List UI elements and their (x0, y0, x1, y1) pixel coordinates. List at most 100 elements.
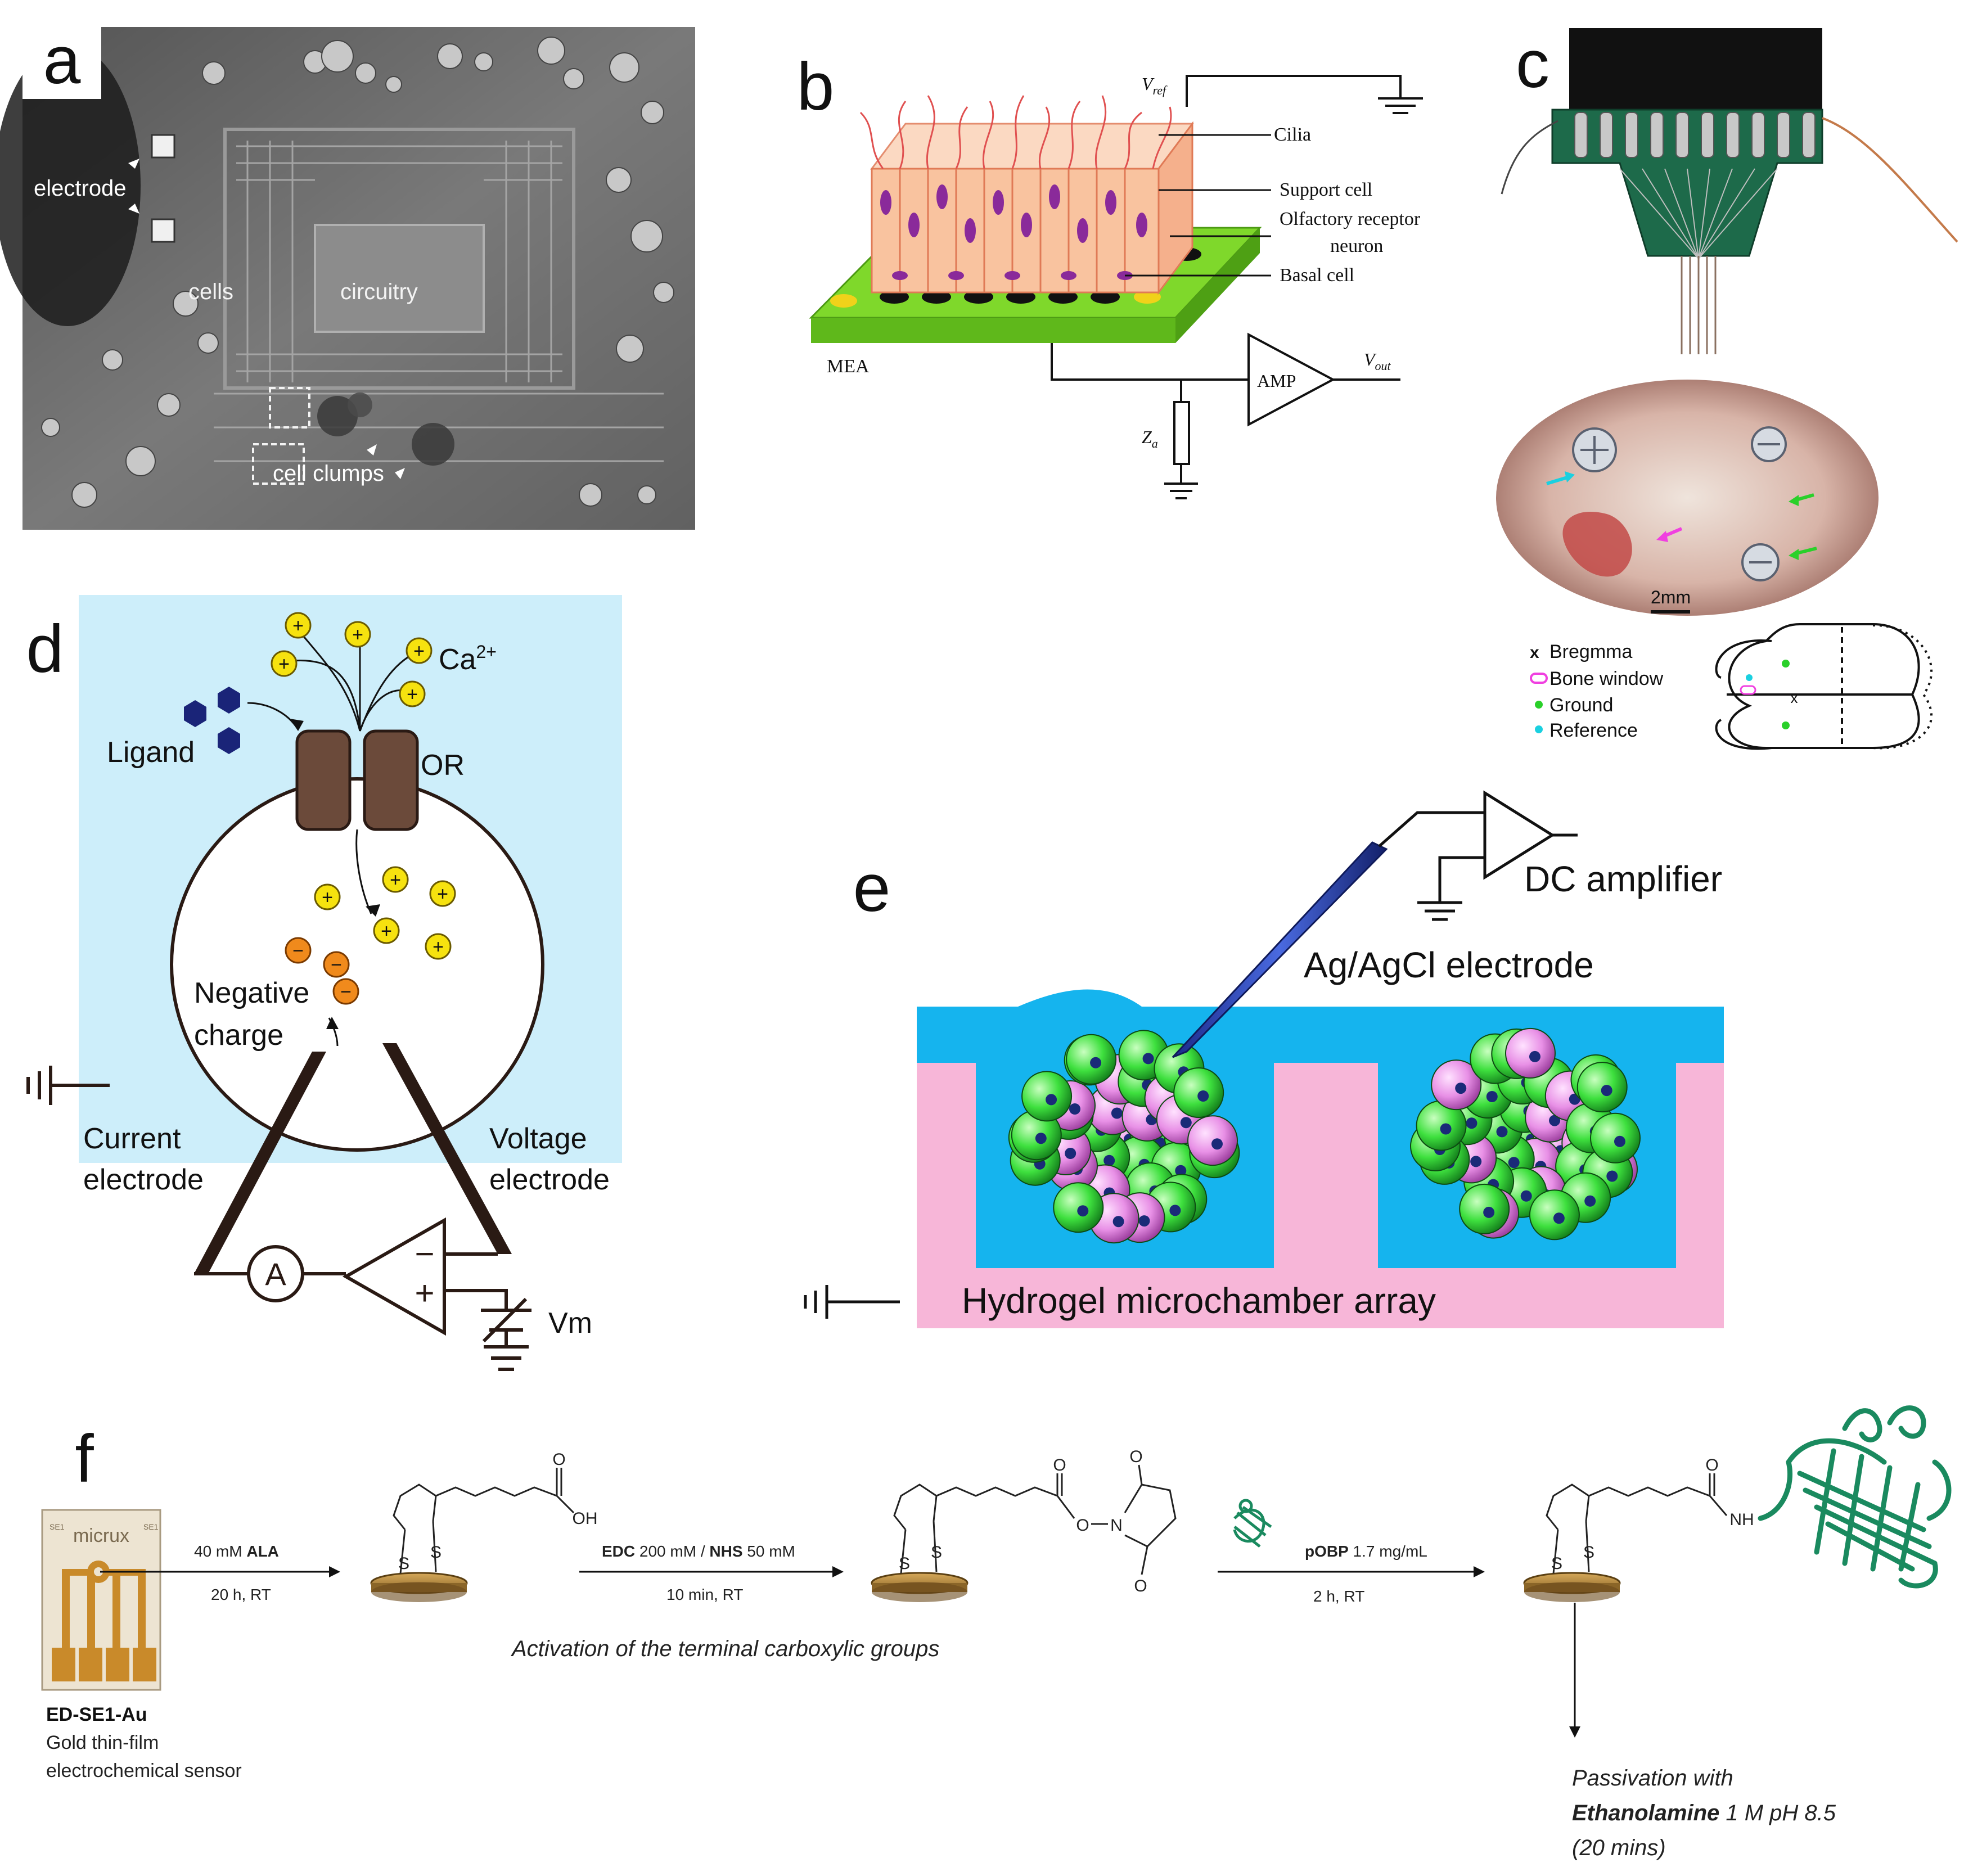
legend-ground: Ground (1549, 695, 1613, 716)
svg-text:N: N (1110, 1516, 1123, 1535)
cell-nucleus (1180, 1117, 1192, 1129)
label-olfactory-line2: neuron (1330, 236, 1383, 256)
chip-side-left: SE1 (49, 1522, 65, 1531)
step1-conditions: 20 h, RT (211, 1586, 271, 1603)
label-passivation-line2: Ethanolamine 1 M pH 8.5 (1572, 1801, 1836, 1825)
panel-a: a electrode cells circuitry cell clumps (0, 22, 695, 530)
svg-text:O: O (552, 1450, 565, 1469)
ground-icon (1417, 901, 1462, 921)
bone-window (1562, 512, 1632, 577)
label-voltage-line2: electrode (489, 1164, 610, 1196)
svg-text:O: O (1076, 1516, 1089, 1535)
arrowhead-icon (832, 1566, 844, 1577)
svg-text:NH: NH (1729, 1510, 1754, 1529)
arrowhead-icon (395, 468, 405, 479)
cell-nucleus (1111, 1107, 1123, 1119)
electrode-pad (151, 218, 175, 243)
cell-nucleus (1486, 1091, 1498, 1102)
cell-nucleus (1035, 1133, 1047, 1144)
label-dc-amplifier: DC amplifier (1524, 859, 1722, 899)
cell-nucleus (1466, 1117, 1478, 1129)
cation-icon: + (285, 612, 312, 639)
svg-text:+: + (433, 936, 444, 958)
cell-nucleus (1496, 1126, 1508, 1138)
label-current-line1: Current (83, 1122, 181, 1155)
label-hydrogel: Hydrogel microchamber array (962, 1280, 1436, 1321)
cation-icon: + (382, 866, 409, 893)
cation-icon: + (314, 883, 341, 910)
ground-icon (484, 1345, 529, 1371)
connector-block (1569, 28, 1822, 112)
cell-nucleus (1606, 1170, 1618, 1182)
cation-icon: + (406, 637, 433, 664)
electrode-dark-region (0, 45, 141, 326)
svg-text:−: − (292, 940, 304, 962)
cilia (859, 95, 1172, 169)
brain-diagram (1715, 623, 1933, 750)
label-mea: MEA (827, 356, 870, 377)
label-electrode: electrode (34, 176, 127, 201)
op-amp-symbol (342, 1217, 446, 1336)
svg-text:+: + (413, 641, 425, 662)
label-passivation-line1: Passivation with (1572, 1766, 1733, 1791)
ground-icon (1164, 482, 1198, 499)
pobp-protein-small-icon (1233, 1499, 1272, 1548)
cell-nucleus (1211, 1138, 1223, 1150)
panel-label-bg (22, 27, 101, 99)
legend-ground-marker (1535, 701, 1543, 709)
label-circuitry: circuitry (340, 279, 418, 304)
electrode-pad (151, 134, 175, 159)
legend-bregmma: Bregmma (1549, 641, 1632, 662)
anions: − − − (285, 937, 359, 1005)
svg-text:−: − (331, 954, 342, 976)
cell-nucleus (1520, 1190, 1532, 1202)
label-current-line2: electrode (83, 1164, 204, 1196)
cell-bubbles (41, 37, 674, 508)
cell-nucleus (1440, 1123, 1452, 1135)
cell-nucleus (1077, 1205, 1089, 1217)
cell-nucleus (1046, 1094, 1057, 1106)
label-support-cell: Support cell (1280, 179, 1372, 200)
olfactory-receptor-left (295, 729, 352, 831)
cell-nuclei (880, 184, 1147, 280)
op-amp-minus: − (415, 1235, 434, 1273)
svg-text:O: O (1705, 1456, 1718, 1474)
impedance-resistor (1173, 401, 1190, 465)
mea-plate-edge (811, 318, 1175, 343)
svg-text:+: + (322, 887, 333, 908)
svg-text:+: + (278, 653, 290, 675)
panel-d: d + + + + + Ca2+ + (26, 595, 622, 1371)
label-negative-line2: charge (194, 1019, 283, 1052)
step3-conditions: 2 h, RT (1313, 1588, 1364, 1605)
cell-nucleus (1508, 1157, 1520, 1169)
cell-nucleus (1455, 1083, 1467, 1094)
label-ligand: Ligand (107, 736, 195, 769)
wire-fan (1619, 168, 1778, 259)
reference-arrow-icon (1546, 475, 1570, 485)
panel-letter-b: b (797, 49, 835, 124)
cell-nucleus (1069, 1103, 1080, 1115)
svg-text:+: + (390, 869, 401, 891)
svg-text:+: + (381, 921, 392, 942)
panel-e: e DC amplifier Ag/AgCl electrode Hydroge… (804, 790, 1724, 1328)
arrowhead-icon (1474, 1566, 1485, 1577)
electrode-wire (1378, 811, 1485, 847)
current-electrode (194, 1052, 326, 1274)
label-za: Za (1142, 427, 1158, 450)
cation-icon: + (344, 621, 371, 648)
legend-reference: Reference (1549, 720, 1638, 741)
ground-icon (1378, 97, 1423, 114)
svg-text:S: S (430, 1543, 442, 1562)
op-amp-plus: + (415, 1274, 434, 1312)
cell-nucleus (1470, 1156, 1482, 1167)
olfactory-receptor-right (363, 729, 419, 831)
cell-body (170, 777, 544, 1152)
cell-nucleus (1169, 1205, 1181, 1216)
cell-nucleus (1175, 1165, 1187, 1176)
svg-text:S: S (931, 1543, 942, 1562)
svg-text:S: S (1551, 1554, 1562, 1573)
panel-c: c (1496, 26, 1958, 750)
cell-nucleus (1483, 1206, 1495, 1218)
legend-bone-window: Bone window (1549, 668, 1664, 689)
hexagon-icon (184, 700, 206, 727)
